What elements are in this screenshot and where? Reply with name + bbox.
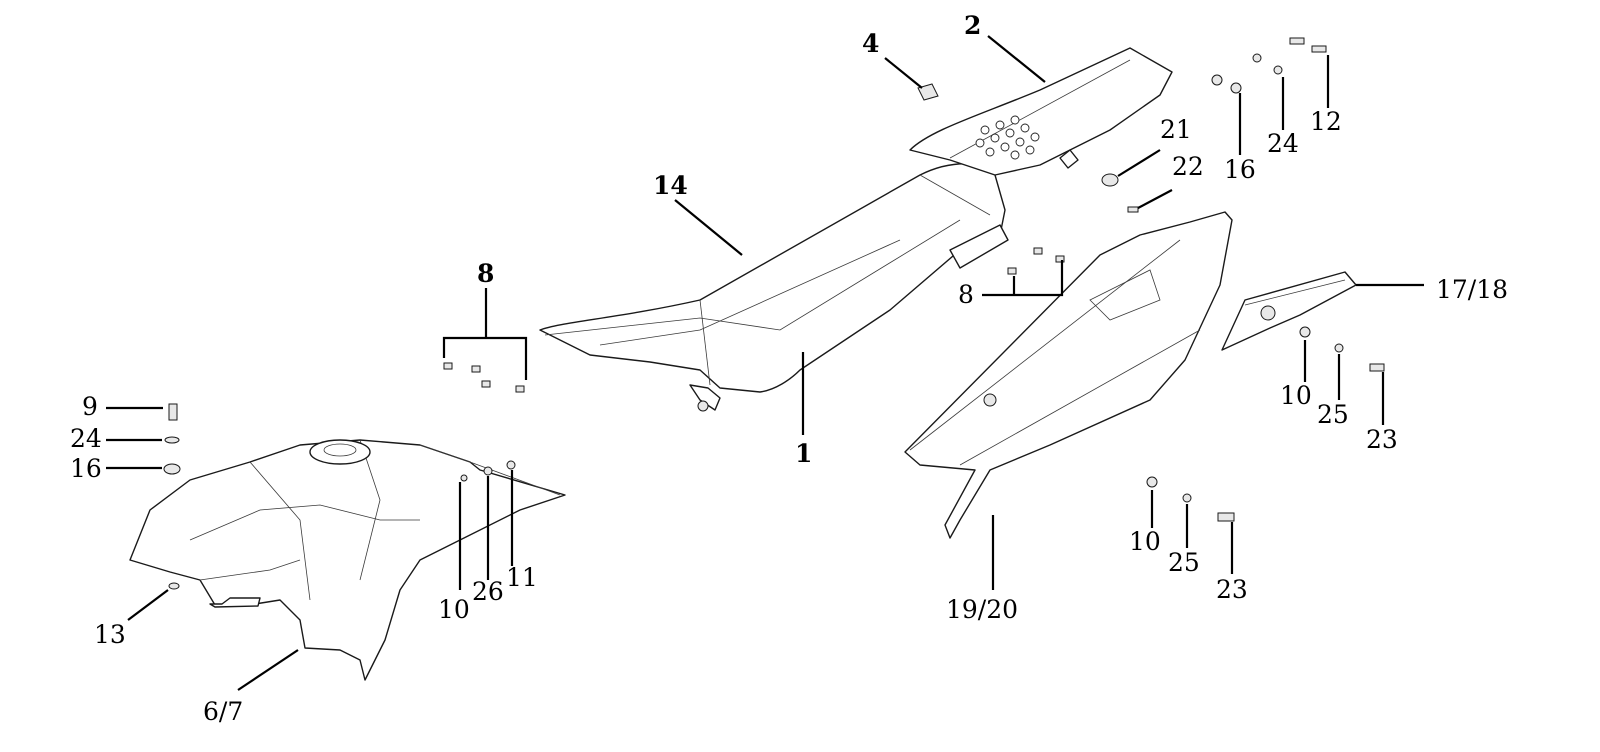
side-bracket-part xyxy=(1221,271,1357,351)
callout-25-bottom: 25 xyxy=(1168,548,1200,577)
callout-8-right: 8 xyxy=(958,280,974,309)
callout-23-bottom: 23 xyxy=(1216,575,1248,604)
fuel-tank-part xyxy=(129,439,566,681)
callout-9: 9 xyxy=(82,392,98,421)
callout-8-left: 8 xyxy=(477,259,494,288)
callout-14: 14 xyxy=(653,171,688,200)
leader-lines xyxy=(106,35,1424,691)
callout-16-top: 16 xyxy=(1224,155,1256,184)
side-cover-part xyxy=(904,211,1233,539)
callout-labels: 1 2 4 14 8 8 21 22 16 24 12 17/18 10 25 … xyxy=(70,11,1508,726)
callout-24-left: 24 xyxy=(70,424,102,453)
callout-11: 11 xyxy=(506,563,538,592)
callout-13: 13 xyxy=(94,620,126,649)
callout-21: 21 xyxy=(1160,115,1192,144)
callout-2: 2 xyxy=(964,11,981,40)
callout-19-20: 19/20 xyxy=(946,595,1018,624)
callout-22: 22 xyxy=(1172,152,1204,181)
seat-part xyxy=(539,163,1009,412)
callout-16-left: 16 xyxy=(70,454,102,483)
callout-1: 1 xyxy=(795,439,812,468)
callout-4: 4 xyxy=(862,29,879,58)
hardware-parts xyxy=(163,37,1385,590)
callout-26: 26 xyxy=(472,577,504,606)
callout-10-right: 10 xyxy=(1280,381,1312,410)
callout-12: 12 xyxy=(1310,107,1342,136)
callout-25-right: 25 xyxy=(1317,400,1349,429)
callout-17-18: 17/18 xyxy=(1436,275,1508,304)
callout-10-tank: 10 xyxy=(438,595,470,624)
rear-fender-part xyxy=(909,47,1173,176)
callout-23-right: 23 xyxy=(1366,425,1398,454)
callout-10-bottom: 10 xyxy=(1129,527,1161,556)
callout-24-top: 24 xyxy=(1267,129,1299,158)
callout-6-7: 6/7 xyxy=(203,697,243,726)
